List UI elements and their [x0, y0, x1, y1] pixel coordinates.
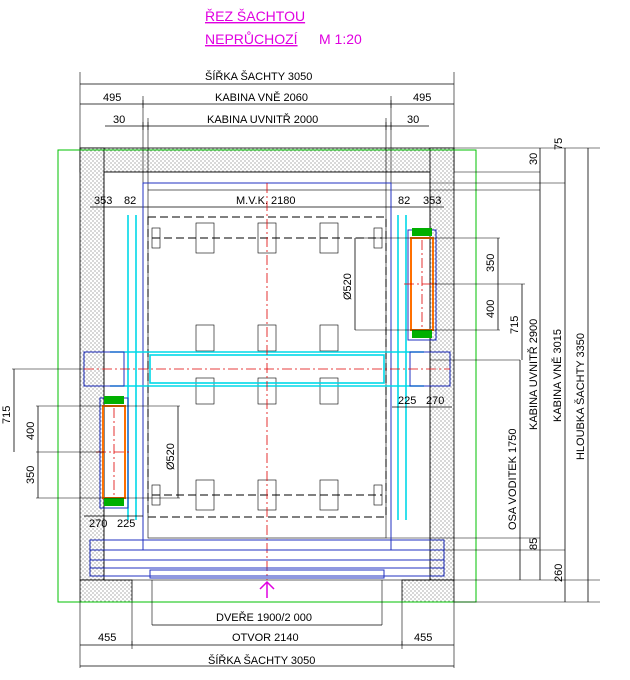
- dim-right-495: 495: [413, 92, 431, 104]
- wall-top: [79, 147, 455, 173]
- shaft-outline: [57, 149, 477, 603]
- drawing-title: ŘEZ ŠACHTOU NEPRŮCHOZÍ M 1:20: [205, 8, 362, 47]
- right-detail-dims: Ø520 350 400 715 225 270: [342, 237, 525, 408]
- wall-bottom-right: [401, 579, 455, 603]
- dim-sirka-sachty-bottom: ŠÍŘKA ŠACHTY 3050: [208, 654, 315, 667]
- dim-sirka-sachty-top: ŠÍŘKA ŠACHTY 3050: [205, 70, 312, 83]
- dim-right-715: 715: [509, 316, 521, 334]
- title-line-2: NEPRŮCHOZÍ: [205, 30, 298, 47]
- entrance-arrow-icon: [259, 580, 275, 598]
- door-frame: [89, 539, 445, 577]
- dim-top-30: 30: [528, 153, 540, 165]
- dim-left-495: 495: [103, 92, 121, 104]
- title-scale: M 1:20: [319, 31, 362, 47]
- dim-dvere: DVEŘE 1900/2 000: [216, 611, 312, 624]
- dim-left-353: 353: [94, 195, 112, 207]
- dim-right-225: 225: [398, 395, 416, 407]
- dim-right-400: 400: [485, 300, 497, 318]
- dim-left-455: 455: [98, 632, 116, 644]
- dim-left-520: Ø520: [165, 443, 177, 470]
- wall-bottom-left: [79, 579, 133, 603]
- dim-hloubka-sachty: HLOUBKA ŠACHTY 3350: [574, 333, 587, 460]
- top-dimensions: ŠÍŘKA ŠACHTY 3050 495 KABINA VNĚ 2060 49…: [80, 70, 454, 208]
- dim-right-350: 350: [485, 254, 497, 272]
- dim-right-30: 30: [407, 114, 419, 126]
- title-line-1: ŘEZ ŠACHTOU: [205, 8, 305, 24]
- dim-left-82: 82: [124, 195, 136, 207]
- dim-right-455: 455: [414, 632, 432, 644]
- dim-right-353: 353: [423, 195, 441, 207]
- dim-left-225: 225: [117, 518, 135, 530]
- dim-85: 85: [528, 538, 540, 550]
- dim-right-270: 270: [426, 395, 444, 407]
- dim-right-82: 82: [398, 195, 410, 207]
- dim-left-715: 715: [1, 406, 13, 424]
- dim-top-75: 75: [553, 138, 565, 150]
- dim-otvor: OTVOR 2140: [232, 632, 299, 644]
- door-sill: [89, 539, 445, 598]
- dim-260: 260: [553, 564, 565, 582]
- dim-left-400: 400: [25, 422, 37, 440]
- dim-kabina-uvnitr-v: KABINA UVNITŘ 2900: [527, 319, 540, 430]
- left-detail-dims: 715 400 350 Ø520 270 225: [1, 368, 180, 530]
- dim-mvk: M.V.K. 2180: [236, 195, 296, 207]
- dim-right-520: Ø520: [342, 273, 354, 300]
- dim-left-350: 350: [25, 466, 37, 484]
- dim-osa-voditek: OSA VODITEK 1750: [507, 429, 519, 531]
- dim-kabina-uvnitr: KABINA UVNITŘ 2000: [207, 113, 318, 126]
- dim-kabina-vne-v: KABINA VNĚ 3015: [551, 329, 564, 422]
- dim-left-30: 30: [113, 114, 125, 126]
- right-vertical-dims: 30 75 OSA VODITEK 1750 KABINA UVNITŘ 290…: [507, 138, 589, 602]
- dim-left-270: 270: [89, 518, 107, 530]
- dim-kabina-vne: KABINA VNĚ 2060: [215, 91, 308, 104]
- center-axes: [84, 183, 450, 580]
- bottom-dimensions: DVEŘE 1900/2 000 455 OTVOR 2140 455 ŠÍŘK…: [80, 611, 454, 667]
